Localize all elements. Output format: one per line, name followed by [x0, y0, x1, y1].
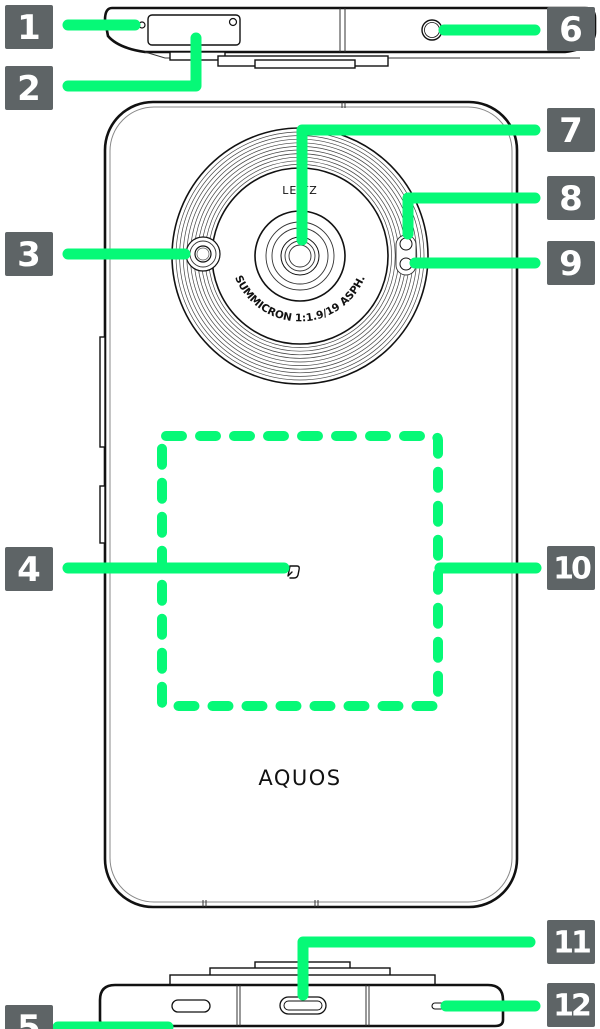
badge-background [5, 5, 53, 49]
badge-background [547, 108, 595, 152]
badge-background [547, 920, 595, 964]
badge-number: 10 [553, 552, 591, 587]
callout-badge-10: 10 [547, 546, 595, 590]
sub-camera-lens [194, 245, 212, 263]
badge-number: 5 [17, 1008, 41, 1029]
rear-view: LEITZ SUMMICRON 1:1.9/19 ASPH. AQUOS [99, 100, 519, 909]
side-button-lower [99, 485, 106, 544]
leader-8 [402, 192, 541, 240]
badge-background [547, 176, 595, 220]
badge-background [547, 241, 595, 285]
badge-number: 7 [559, 111, 583, 151]
callout-badge-1: 1 [5, 5, 53, 49]
callout-badge-3: 3 [5, 232, 53, 276]
callout-badge-2: 2 [5, 66, 53, 110]
leader-11 [297, 936, 536, 1001]
speaker-grille [171, 999, 211, 1013]
callout-badge-8: 8 [547, 176, 595, 220]
leader-7 [296, 124, 541, 246]
badge-background [5, 1005, 53, 1029]
badge-background [5, 232, 53, 276]
badge-number: 3 [17, 235, 41, 275]
badge-background [547, 546, 595, 590]
callout-badge-9: 9 [547, 241, 595, 285]
badge-number: 12 [553, 989, 590, 1024]
callout-badge-6: 6 [547, 7, 595, 51]
callout-badge-12: 12 [547, 983, 595, 1027]
side-button-upper [99, 336, 106, 448]
badge-background [5, 547, 53, 591]
badge-background [547, 983, 595, 1027]
brand-logo: AQUOS [258, 766, 341, 790]
badge-number: 8 [559, 179, 583, 219]
flash-light [399, 237, 413, 251]
badge-background [5, 66, 53, 110]
badge-number: 4 [17, 550, 41, 590]
callout-badge-7: 7 [547, 108, 595, 152]
leader-2 [62, 32, 202, 92]
top-edge-view [103, 6, 597, 69]
leader-lines [52, 19, 542, 1029]
badge-number: 1 [17, 8, 41, 48]
callout-badge-5: 5 [5, 1005, 53, 1029]
badge-number: 6 [559, 10, 583, 50]
badge-background [547, 7, 595, 51]
badge-number: 2 [17, 69, 41, 109]
badge-number: 11 [553, 926, 590, 961]
nfc-mark-icon [287, 565, 300, 579]
callout-badge-4: 4 [5, 547, 53, 591]
badge-number: 9 [559, 244, 583, 284]
callout-badge-11: 11 [547, 920, 595, 964]
